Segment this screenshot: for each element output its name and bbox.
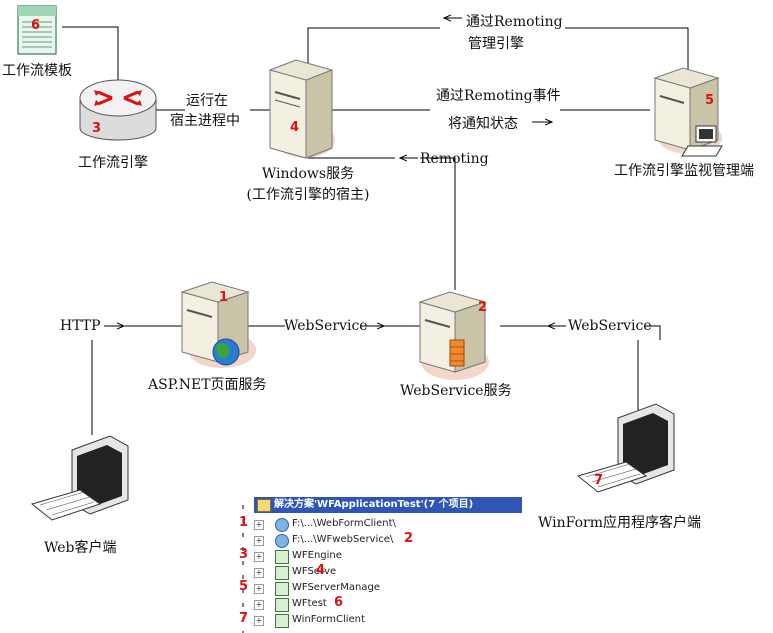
windows-service-label-2: (工作流引擎的宿主) [246,187,370,203]
webservice-label: WebService服务 [400,383,512,399]
project-row[interactable]: + WinFormClient 7 [239,611,494,628]
csharp-project-icon [275,550,289,564]
edge-remoting: Remoting [420,151,489,167]
solution-title: 解决方案'WFApplicationTest'(7 个项目) [274,499,474,510]
project-name: WFServerManage [292,582,380,593]
webservice-server-icon [418,291,489,380]
project-num: 3 [239,547,249,562]
project-num: 2 [404,531,414,546]
edge-webservice-right: WebService [568,318,652,334]
project-row[interactable]: + F:\...\WFwebService\ 2 [254,531,494,548]
project-name: WFEngine [292,550,342,561]
expand-icon[interactable]: + [254,584,264,594]
csharp-project-icon [275,598,289,612]
edge-remoting-event-1: 通过Remoting事件 [436,88,561,104]
expand-icon[interactable]: + [254,568,264,578]
web-project-icon [275,534,289,548]
engine-label: 工作流引擎 [78,155,148,171]
project-name: F:\...\WFwebService\ [292,534,394,545]
web-client-label: Web客户端 [44,540,117,556]
edge-remoting-manage-1: 通过Remoting [466,14,563,30]
project-row[interactable]: + WFtest 6 [254,595,494,612]
csharp-project-icon [275,582,289,596]
windows-service-server-icon [269,59,335,159]
aspnet-label: ASP.NET页面服务 [148,377,267,393]
arrow-heads [104,18,566,326]
expand-icon[interactable]: + [254,536,264,546]
expand-icon[interactable]: + [254,600,264,610]
webservice-num: 2 [478,300,488,315]
solution-header[interactable]: 解决方案'WFApplicationTest'(7 个项目) [254,497,522,513]
template-num: 6 [31,18,41,33]
solution-icon [257,499,271,512]
web-client-pc-icon [30,435,129,521]
edge-remoting-manage-2: 管理引擎 [468,36,524,52]
project-row[interactable]: + F:\...\WebFormClient\ 1 [239,515,494,532]
expand-icon[interactable]: + [254,520,264,530]
project-name: WFtest [292,598,327,609]
winform-client-label: WinForm应用程序客户端 [538,515,701,531]
windows-service-label-1: Windows服务 [261,166,355,182]
project-num: 1 [239,515,249,530]
web-project-icon [275,518,289,532]
solution-explorer: 解决方案'WFApplicationTest'(7 个项目) + F:\...\W… [239,497,522,632]
monitor-label: 工作流引擎监视管理端 [614,163,754,179]
edge-run-in-host-1: 运行在 [186,93,228,109]
project-num: 5 [239,579,249,594]
project-name: F:\...\WebFormClient\ [292,518,396,529]
project-row[interactable]: + WFEngine 3 [239,547,494,564]
project-name: WFServe [292,566,337,577]
project-row[interactable]: + WFServerManage 5 [239,579,494,596]
aspnet-server-icon [180,281,256,368]
edge-webservice-left: WebService [284,318,368,334]
edge-remoting-event-2: 将通知状态 [448,116,518,132]
aspnet-num: 1 [219,290,229,305]
monitor-num: 5 [705,93,715,108]
project-num: 6 [334,595,344,610]
project-num: 7 [239,611,249,626]
csharp-project-icon [275,566,289,580]
monitor-server-icon [653,67,723,157]
project-num: 4 [316,563,326,578]
project-name: WinFormClient [292,614,365,625]
winform-client-pc-icon [576,403,675,493]
template-label: 工作流模板 [2,63,72,79]
edge-http: HTTP [60,318,101,334]
template-document-icon [17,5,57,55]
engine-num: 3 [92,121,102,136]
engine-router-icon [79,79,157,141]
winform-num: 7 [594,473,604,488]
windows-service-num: 4 [290,120,300,135]
expand-icon[interactable]: + [254,616,264,626]
csharp-project-icon [275,614,289,628]
expand-icon[interactable]: + [254,552,264,562]
edge-run-in-host-2: 宿主进程中 [170,113,240,129]
